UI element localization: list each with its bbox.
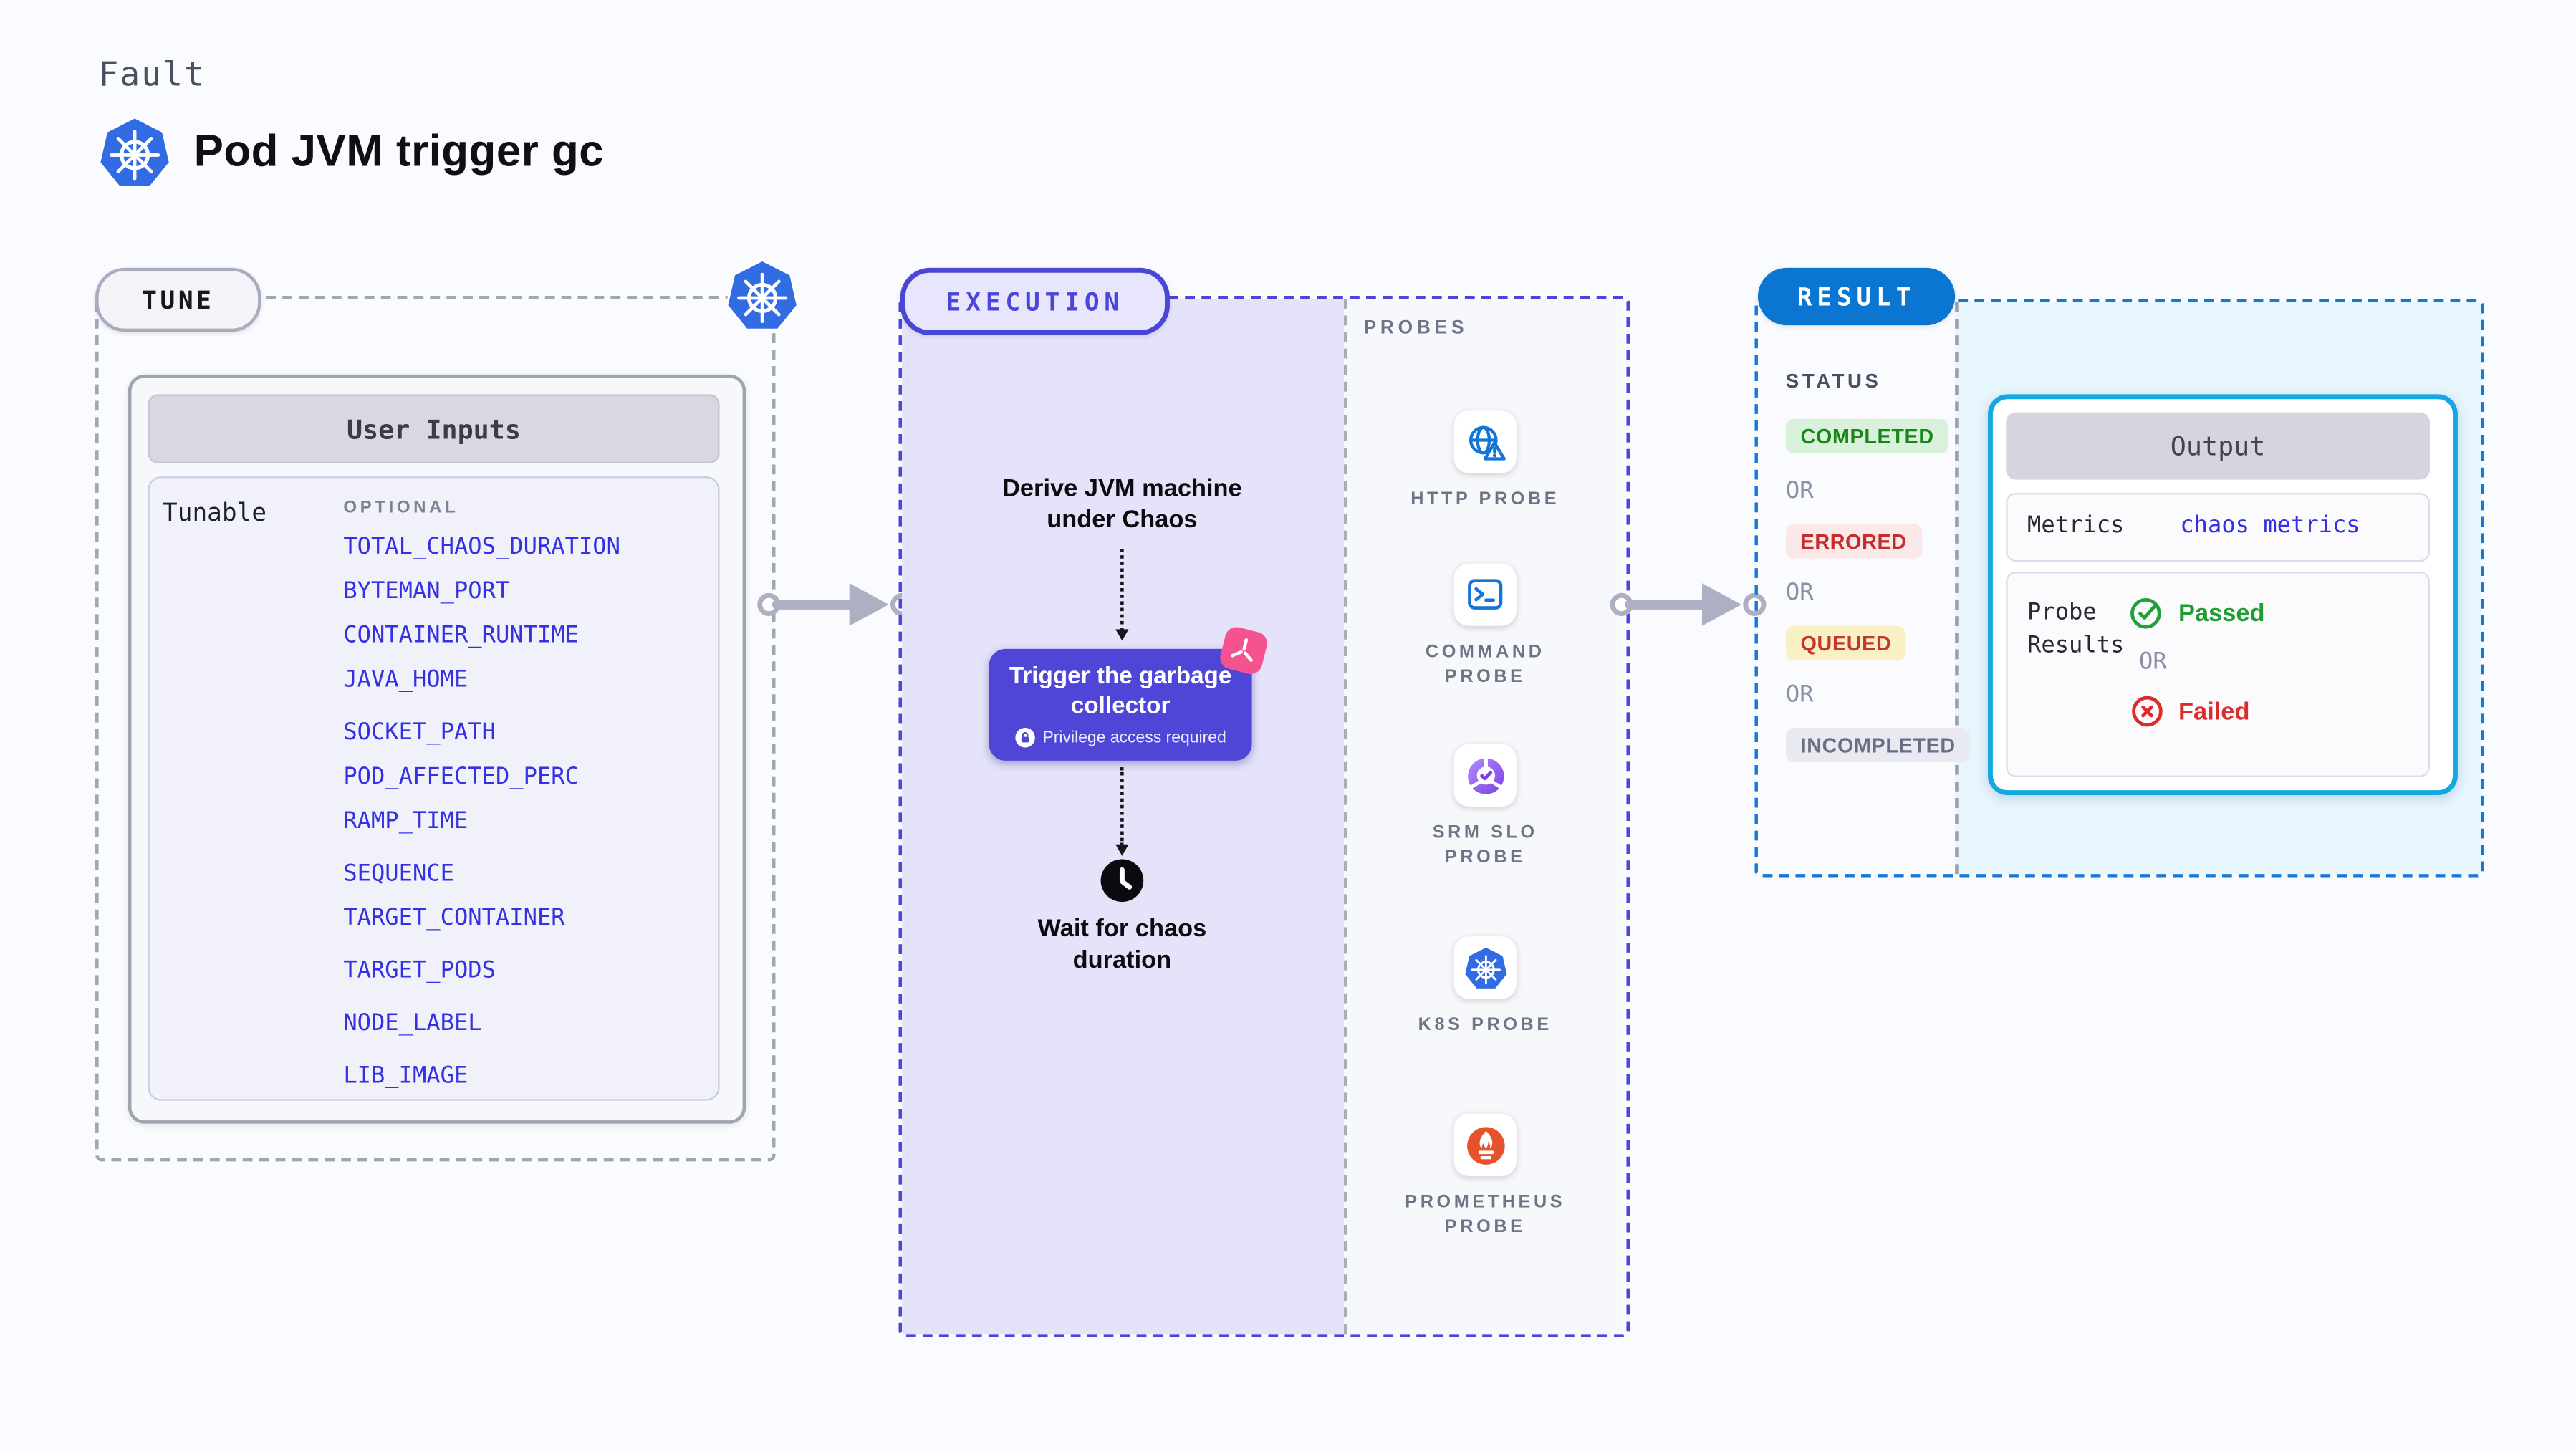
clock-icon	[1099, 857, 1145, 903]
probe-label: K8S PROBE	[1418, 1015, 1552, 1035]
chaos-icon	[1217, 625, 1270, 677]
derive-step-label: Derive JVM machine under Chaos	[1002, 474, 1242, 534]
or-label: OR	[2139, 648, 2167, 675]
param-item: RAMP_TIME	[343, 808, 468, 835]
param-item: JAVA_HOME	[343, 667, 468, 693]
status-badge-queued: QUEUED	[1785, 625, 1906, 660]
status-title: STATUS	[1785, 370, 1882, 393]
user-inputs-list: Tunable OPTIONAL TOTAL_CHAOS_DURATION BY…	[148, 476, 720, 1101]
param-item: BYTEMAN_PORT	[343, 578, 510, 605]
param-list: TOTAL_CHAOS_DURATION BYTEMAN_PORT CONTAI…	[343, 534, 620, 1089]
probe-label: HTTP PROBE	[1410, 489, 1560, 509]
tunable-label: Tunable	[163, 497, 267, 528]
status-badge-errored: ERRORED	[1785, 524, 1922, 559]
page-title: Pod JVM trigger gc	[193, 126, 605, 176]
param-item: LIB_IMAGE	[343, 1062, 468, 1090]
output-title: Output	[2006, 412, 2430, 480]
execution-section-box: PROBES HTTP PROBE	[898, 295, 1630, 1337]
flow-dotted-arrow	[1115, 548, 1129, 641]
probes-title: PROBES	[1363, 318, 1469, 339]
param-item: POD_AFFECTED_PERC	[343, 764, 579, 791]
check-circle-icon	[2129, 595, 2165, 630]
probe-item-http: HTTP PROBE	[1347, 410, 1623, 512]
status-badge-completed: COMPLETED	[1785, 418, 1949, 453]
param-item: SOCKET_PATH	[343, 719, 496, 746]
fault-eyebrow: Fault	[98, 54, 206, 94]
passed-label: Passed	[2178, 598, 2265, 627]
probe-label: PROMETHEUS PROBE	[1405, 1193, 1566, 1237]
tune-section-box	[95, 295, 776, 1162]
user-inputs-title: User Inputs	[148, 394, 720, 463]
probe-results-row: Probe Results Passed OR	[2006, 572, 2430, 777]
kubernetes-icon	[97, 115, 172, 191]
probe-item-srm-slo: SRM SLO PROBE	[1347, 744, 1623, 871]
user-inputs-card: User Inputs Tunable OPTIONAL TOTAL_CHAOS…	[128, 374, 746, 1124]
or-label: OR	[1785, 681, 1814, 708]
prometheus-icon	[1453, 1113, 1517, 1177]
or-label: OR	[1785, 478, 1814, 505]
tune-badge: TUNE	[95, 267, 261, 332]
output-card: Output Metrics chaos metrics Probe Resul…	[1988, 394, 2458, 796]
kubernetes-icon	[724, 258, 799, 333]
status-badge-incompleted: INCOMPLETED	[1785, 727, 1971, 763]
probe-results-label: Probe Results	[2027, 600, 2125, 659]
flow-dotted-arrow	[1115, 767, 1129, 856]
probe-label: SRM SLO PROBE	[1432, 822, 1538, 867]
probe-item-command: COMMAND PROBE	[1347, 563, 1623, 691]
param-item: CONTAINER_RUNTIME	[343, 622, 579, 649]
failed-label: Failed	[2178, 697, 2250, 726]
result-badge: RESULT	[1757, 267, 1956, 326]
metrics-label: Metrics	[2027, 512, 2125, 539]
optional-label: OPTIONAL	[343, 497, 459, 518]
trigger-gc-label: Trigger the garbage collector	[1009, 663, 1232, 719]
param-item: TARGET_PODS	[343, 958, 496, 984]
probe-label: COMMAND PROBE	[1425, 642, 1545, 687]
flow-arrow	[1610, 580, 1767, 630]
or-label: OR	[1785, 580, 1814, 607]
execution-badge: EXECUTION	[900, 267, 1170, 335]
privilege-note: Privilege access required	[1042, 729, 1226, 747]
param-item: TARGET_CONTAINER	[343, 905, 565, 932]
metrics-row: Metrics chaos metrics	[2006, 493, 2430, 562]
globe-alert-icon	[1453, 410, 1517, 473]
probe-item-prometheus: PROMETHEUS PROBE	[1347, 1113, 1623, 1241]
flow-arrow	[757, 580, 914, 630]
metrics-value: chaos metrics	[2180, 512, 2360, 539]
kubernetes-icon	[1453, 936, 1517, 999]
wait-step-label: Wait for chaos duration	[1037, 915, 1207, 974]
slo-gauge-icon	[1453, 744, 1517, 807]
terminal-icon	[1453, 563, 1517, 626]
param-item: SEQUENCE	[343, 860, 454, 888]
param-item: TOTAL_CHAOS_DURATION	[343, 534, 620, 561]
lock-icon	[1014, 727, 1035, 748]
probe-item-k8s: K8S PROBE	[1347, 936, 1623, 1038]
x-circle-icon	[2129, 693, 2165, 729]
param-item: NODE_LABEL	[343, 1010, 482, 1037]
trigger-gc-node: Trigger the garbage collector Privilege …	[989, 648, 1252, 761]
probes-panel: PROBES HTTP PROBE	[1344, 299, 1623, 1335]
